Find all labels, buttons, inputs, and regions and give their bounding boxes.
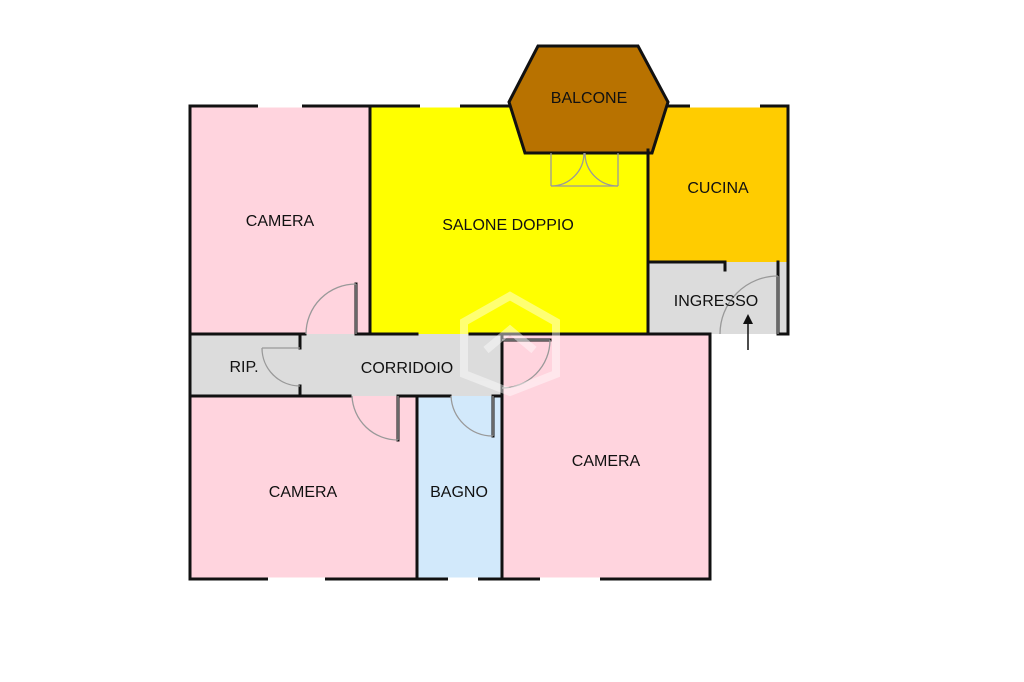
doors xyxy=(261,152,779,441)
room-camera-bottom-left xyxy=(190,396,417,579)
entrance-arrow-icon xyxy=(743,314,753,350)
watermark-logo xyxy=(460,291,560,397)
room-balcone xyxy=(507,44,670,155)
label-ingresso: INGRESSO xyxy=(674,293,758,310)
room-ingresso xyxy=(648,262,788,334)
label-camera-top-left: CAMERA xyxy=(246,213,315,230)
room-camera-top-left xyxy=(190,106,370,334)
windows xyxy=(258,104,760,581)
label-corridoio: CORRIDOIO xyxy=(361,360,453,377)
label-cucina: CUCINA xyxy=(687,180,749,197)
label-salone-doppio: SALONE DOPPIO xyxy=(442,217,574,234)
room-labels: CAMERA SALONE DOPPIO BALCONE CUCINA INGR… xyxy=(229,90,758,501)
label-camera-right: CAMERA xyxy=(572,453,641,470)
room-bagno xyxy=(417,396,502,579)
label-camera-bottom-left: CAMERA xyxy=(269,484,338,501)
room-camera-right xyxy=(502,334,710,579)
room-cucina xyxy=(648,106,788,262)
label-bagno: BAGNO xyxy=(430,484,488,501)
label-balcone: BALCONE xyxy=(551,90,627,107)
room-corridoio xyxy=(300,334,502,396)
label-ripostiglio: RIP. xyxy=(229,359,258,376)
room-ripostiglio xyxy=(190,334,300,396)
